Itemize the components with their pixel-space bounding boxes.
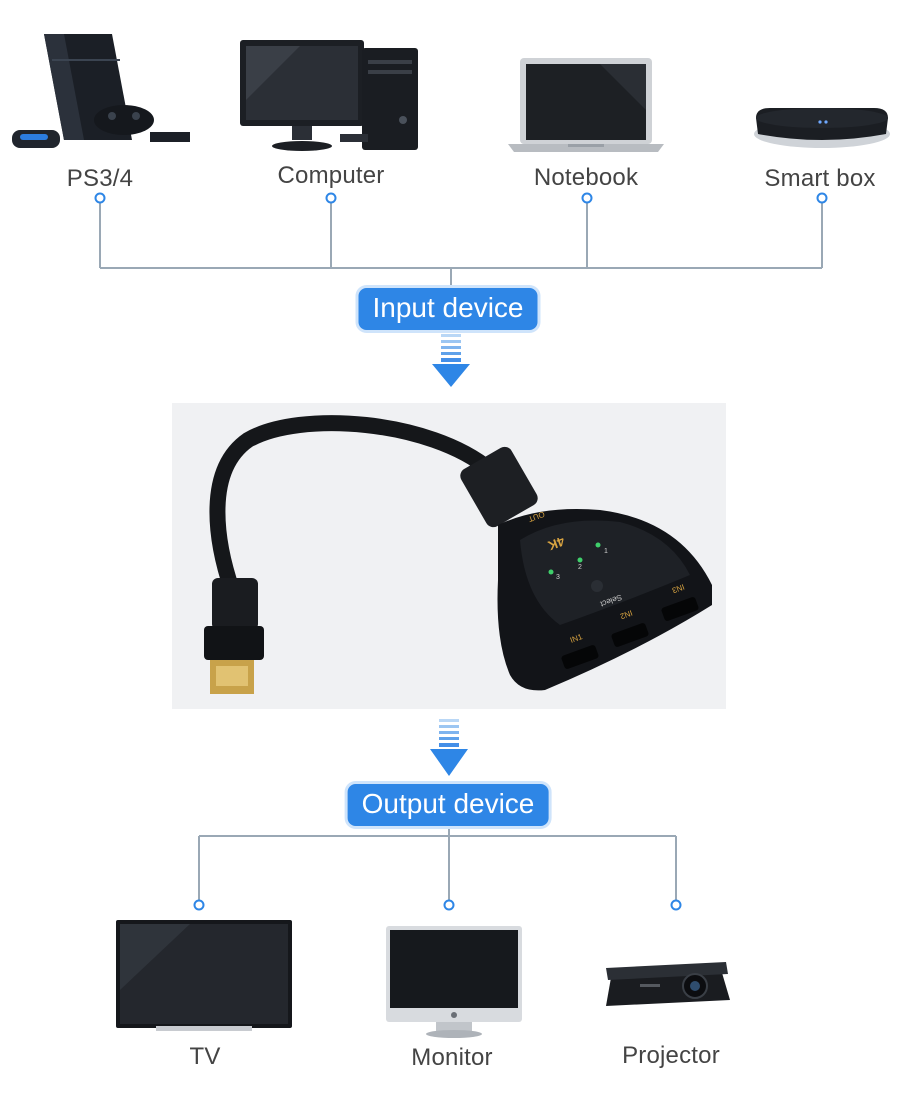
device-label-monitor: Monitor	[411, 1044, 493, 1071]
device-label-computer: Computer	[277, 162, 385, 189]
down-arrow-icon	[430, 719, 468, 776]
device-label-smart-box: Smart box	[764, 165, 876, 192]
device-label-projector: Projector	[622, 1042, 720, 1069]
device-label-notebook: Notebook	[533, 164, 639, 191]
device-label-ps: PS3/4	[66, 165, 134, 192]
led-label-3: 3	[556, 574, 560, 581]
input-device-badge: Input device	[358, 288, 538, 330]
device-label-tv: TV	[189, 1043, 221, 1070]
led-label-1: 1	[604, 548, 608, 555]
led-label-2: 2	[578, 564, 582, 571]
output-device-badge: Output device	[347, 784, 549, 826]
down-arrow-icon	[432, 334, 470, 387]
